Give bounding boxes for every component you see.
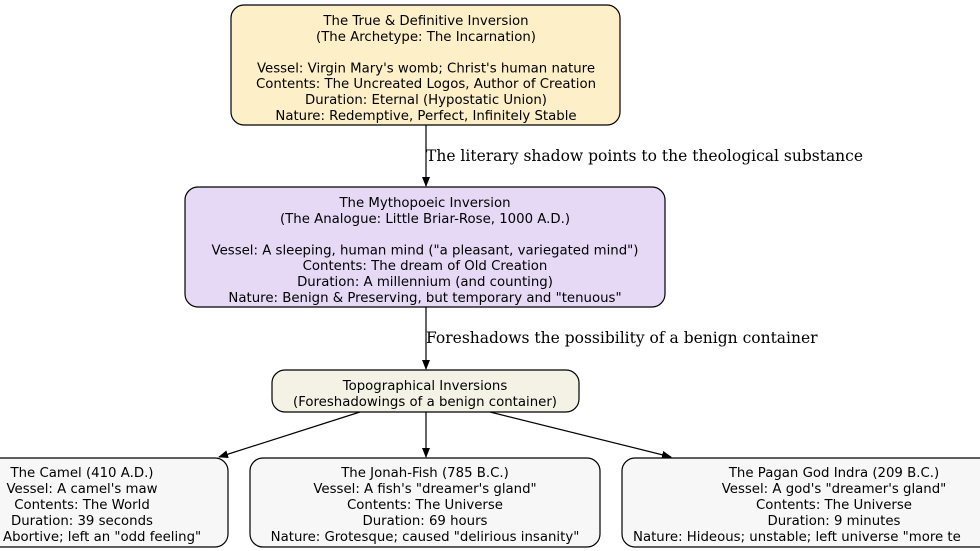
node-indra-line: Duration: 9 minutes xyxy=(768,514,901,529)
node-mythopoeic-line: Vessel: A sleeping, human mind ("a pleas… xyxy=(212,243,639,258)
node-topographical-line: (Foreshadowings of a benign container) xyxy=(293,395,557,410)
node-camel-line: The Camel (410 A.D.) xyxy=(10,466,154,481)
node-camel xyxy=(0,457,229,548)
node-incarnation-line: The True & Definitive Inversion xyxy=(322,14,528,29)
node-incarnation-line: Duration: Eternal (Hypostatic Union) xyxy=(305,93,547,108)
node-mythopoeic-line: Nature: Benign & Preserving, but tempora… xyxy=(228,291,621,306)
node-topographical-line: Topographical Inversions xyxy=(342,379,508,394)
node-jonah-line: Duration: 69 hours xyxy=(363,514,488,529)
node-camel-line: Contents: The World xyxy=(14,498,150,513)
node-indra-line: Vessel: A god's "dreamer's gland" xyxy=(722,482,947,497)
node-jonah-line: Contents: The Universe xyxy=(347,498,503,513)
node-incarnation-line: (The Archetype: The Incarnation) xyxy=(316,30,536,45)
node-indra xyxy=(621,457,980,548)
node-camel-line: Duration: 39 seconds xyxy=(11,514,153,529)
node-mythopoeic-line: Contents: The dream of Old Creation xyxy=(303,259,548,274)
node-jonah-line: Vessel: A fish's "dreamer's gland" xyxy=(313,482,536,497)
edge-label: Foreshadows the possibility of a benign … xyxy=(426,329,818,347)
node-mythopoeic-line: Duration: A millennium (and counting) xyxy=(297,275,553,290)
node-topographical xyxy=(271,369,580,413)
node-indra-line: Nature: Hideous; unstable; left universe… xyxy=(633,530,961,545)
node-incarnation xyxy=(230,4,621,126)
edge-label: The literary shadow points to the theolo… xyxy=(426,147,863,165)
edge-arrow-topographical-to-indra xyxy=(489,411,672,459)
node-jonah-line: Nature: Grotesque; caused "delirious ins… xyxy=(271,530,580,545)
node-mythopoeic xyxy=(184,186,666,308)
node-indra-line: The Pagan God Indra (209 B.C.) xyxy=(728,466,939,481)
edge-arrow-topographical-to-camel xyxy=(218,411,361,459)
node-mythopoeic-line: (The Analogue: Little Briar-Rose, 1000 A… xyxy=(280,212,570,227)
node-incarnation-line: Vessel: Virgin Mary's womb; Christ's hum… xyxy=(257,61,595,76)
node-incarnation-line: Nature: Redemptive, Perfect, Infinitely … xyxy=(275,109,576,124)
node-jonah xyxy=(249,457,601,548)
node-jonah-line: The Jonah-Fish (785 B.C.) xyxy=(340,466,509,481)
node-mythopoeic-line: The Mythopoeic Inversion xyxy=(338,196,510,211)
node-indra-line: Contents: The Universe xyxy=(756,498,912,513)
node-camel-line: Abortive; left an "odd feeling" xyxy=(3,530,201,545)
node-incarnation-line: Contents: The Uncreated Logos, Author of… xyxy=(256,77,596,92)
node-camel-line: Vessel: A camel's maw xyxy=(6,482,157,497)
